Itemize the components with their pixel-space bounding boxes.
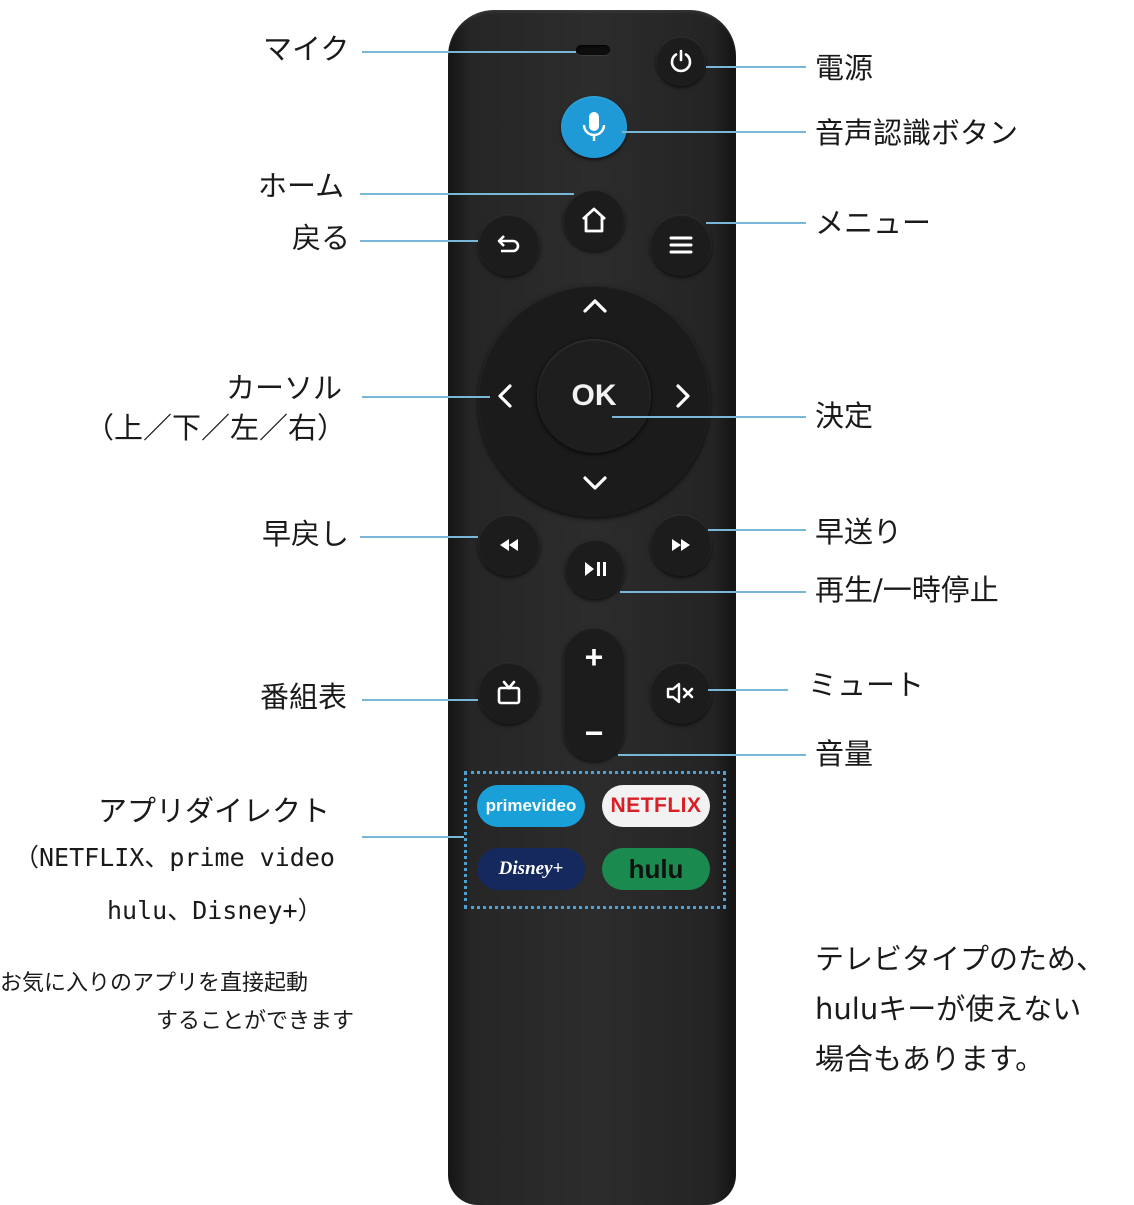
label-apps-sub2: hulu、Disney+）	[107, 896, 323, 925]
netflix-logo: NETFLIX	[610, 794, 702, 817]
fast-forward-icon	[672, 539, 690, 551]
label-select: 決定	[815, 399, 874, 433]
leader-home	[360, 193, 574, 195]
note-line-3: 場合もあります。	[815, 1042, 1045, 1076]
volume-rocker[interactable]: + −	[563, 627, 625, 761]
mute-button[interactable]	[650, 662, 712, 724]
label-playpause: 再生/一時停止	[815, 573, 999, 607]
label-apps-title: アプリダイレクト	[98, 794, 331, 828]
label-apps-desc1: お気に入りのアプリを直接起動	[0, 971, 309, 996]
label-forward: 早送り	[815, 515, 903, 549]
disney-plus-button[interactable]: Disney+	[477, 848, 585, 890]
label-cursor-sub: （上／下／左／右）	[85, 411, 347, 445]
leader-rewind	[360, 536, 478, 538]
leader-back	[360, 240, 478, 242]
power-icon	[670, 49, 692, 73]
home-button[interactable]	[563, 189, 625, 251]
leader-mic	[362, 51, 576, 53]
leader-volume	[618, 754, 806, 756]
mute-icon	[666, 682, 694, 704]
leader-cursor	[362, 396, 490, 398]
label-mic: マイク	[263, 32, 350, 66]
label-back: 戻る	[292, 221, 351, 255]
label-rewind: 早戻し	[262, 517, 350, 551]
note-line-1: テレビタイプのため、	[815, 942, 1106, 976]
hamburger-icon	[669, 236, 693, 254]
prime-video-logo: primevideo	[485, 796, 577, 815]
label-volume: 音量	[815, 737, 874, 771]
up-arrow-icon[interactable]	[580, 293, 610, 317]
hulu-logo: hulu	[628, 853, 684, 884]
leader-select	[612, 416, 806, 418]
volume-down-label[interactable]: −	[584, 715, 604, 751]
microphone-icon	[582, 112, 606, 141]
leader-voice	[622, 131, 806, 133]
tv-icon	[497, 680, 521, 705]
note-line-2: huluキーが使えない	[815, 992, 1082, 1026]
left-arrow-icon[interactable]	[493, 381, 517, 411]
back-button[interactable]	[478, 214, 540, 276]
leader-playpause	[620, 591, 806, 593]
voice-button[interactable]	[561, 96, 627, 158]
label-apps-sub1: （NETFLIX、prime video	[14, 843, 335, 872]
leader-menu	[706, 222, 806, 224]
label-mute: ミュート	[808, 668, 925, 702]
label-menu: メニュー	[815, 206, 932, 240]
leader-power	[706, 66, 806, 68]
play-pause-button[interactable]	[565, 539, 625, 599]
back-arrow-icon	[497, 235, 520, 253]
disney-plus-logo: Disney+	[498, 858, 564, 879]
hulu-button[interactable]: hulu	[602, 848, 710, 890]
rewind-button[interactable]	[478, 514, 540, 576]
label-cursor: カーソル	[226, 371, 343, 405]
prime-video-button[interactable]: primevideo	[477, 785, 585, 827]
leader-guide	[362, 699, 478, 701]
app-direct-area	[464, 771, 726, 909]
label-guide: 番組表	[260, 680, 348, 714]
microphone-hole	[576, 45, 610, 55]
label-power: 電源	[815, 51, 874, 85]
leader-apps	[362, 836, 464, 838]
label-apps-desc2: することができます	[156, 1009, 355, 1034]
ok-button[interactable]: OK	[537, 339, 651, 453]
down-arrow-icon[interactable]	[580, 472, 610, 496]
home-icon	[582, 207, 606, 233]
play-pause-icon	[585, 562, 606, 576]
power-button[interactable]	[656, 36, 706, 86]
fast-forward-button[interactable]	[650, 514, 712, 576]
label-voice: 音声認識ボタン	[815, 116, 1019, 150]
label-home: ホーム	[258, 169, 345, 203]
leader-forward	[708, 529, 806, 531]
rewind-icon	[500, 539, 518, 551]
volume-up-label[interactable]: +	[584, 639, 604, 675]
right-arrow-icon[interactable]	[671, 381, 695, 411]
guide-button[interactable]	[478, 662, 540, 724]
leader-mute	[708, 689, 788, 691]
menu-button[interactable]	[650, 214, 712, 276]
netflix-button[interactable]: NETFLIX	[602, 785, 710, 827]
